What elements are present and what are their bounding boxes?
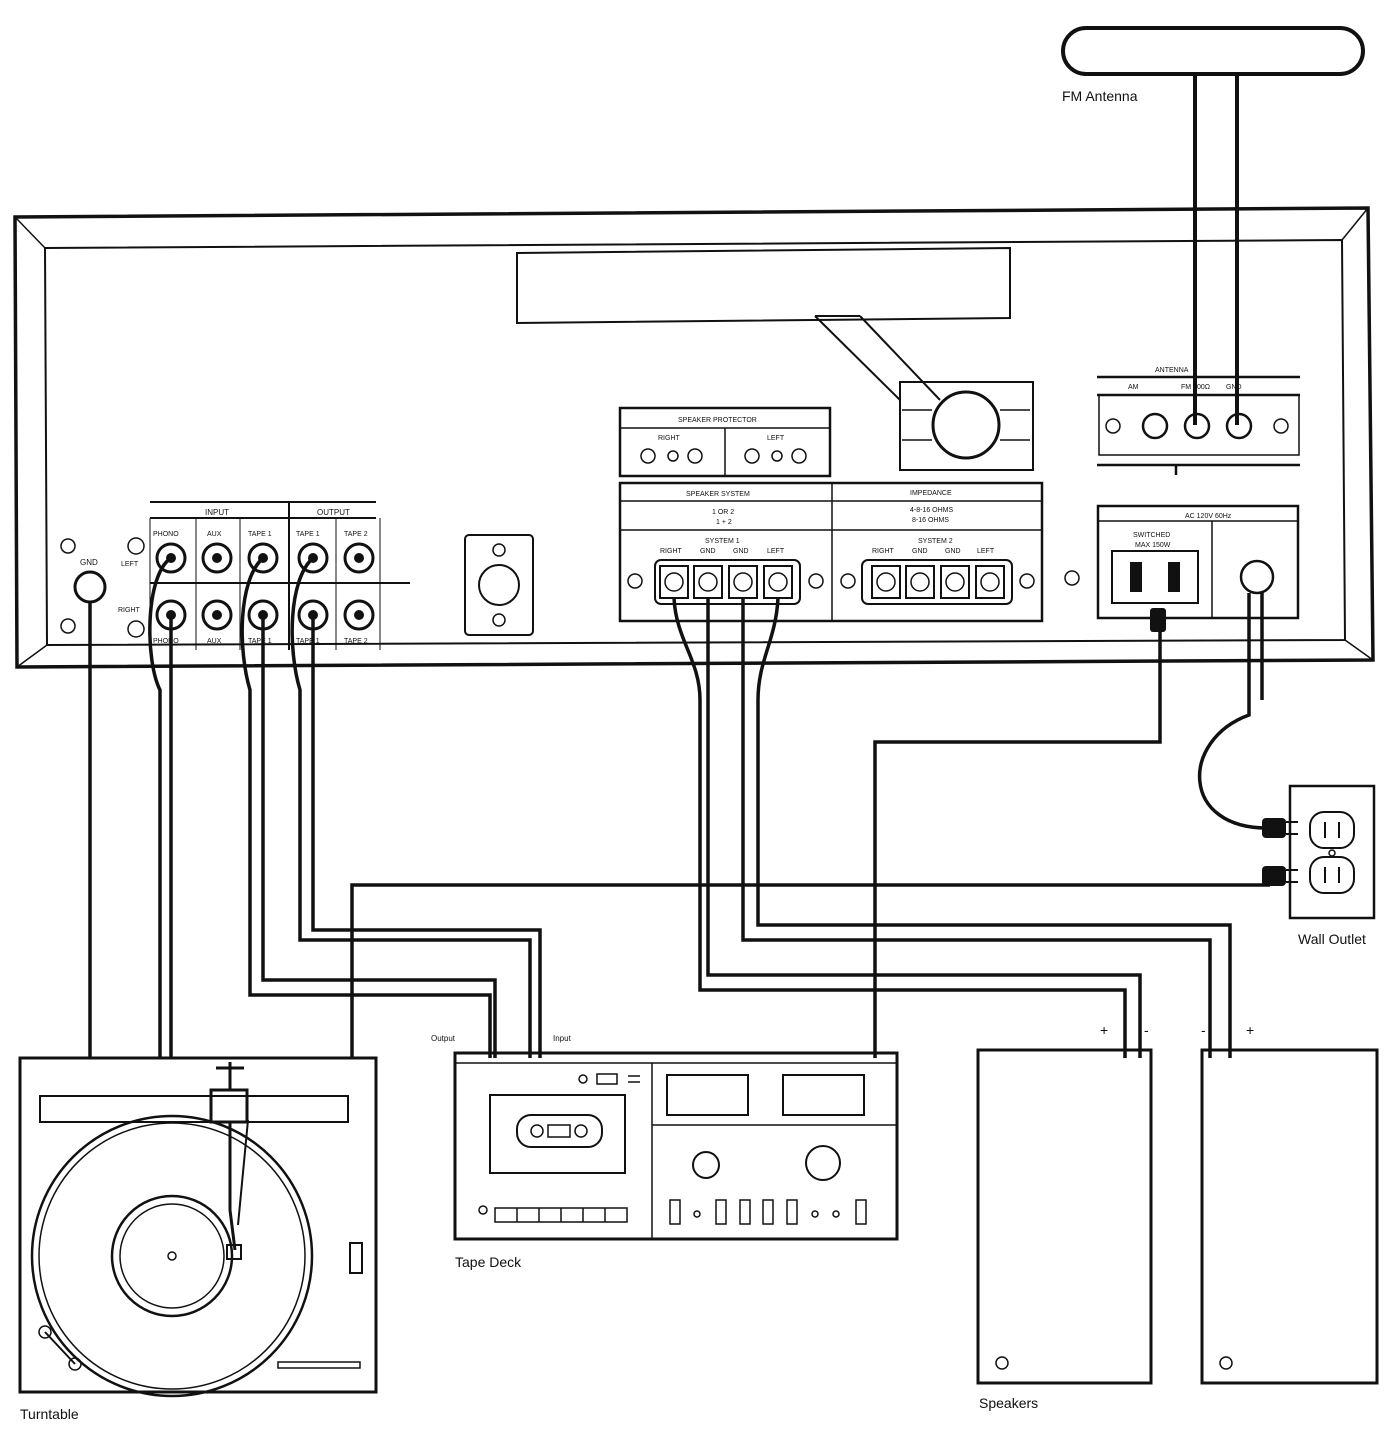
receiver-rear-panel [13,206,1375,669]
svg-text:TAPE 1: TAPE 1 [248,531,272,538]
svg-text:FM 300Ω: FM 300Ω [1181,384,1210,391]
svg-text:AUX: AUX [207,638,222,645]
svg-text:TAPE 2: TAPE 2 [344,531,368,538]
svg-text:LEFT: LEFT [977,548,995,555]
speaker-cabinet-right [1200,1048,1379,1385]
svg-text:MAX 150W: MAX 150W [1135,542,1171,549]
svg-text:SWITCHED: SWITCHED [1133,532,1170,539]
svg-text:RIGHT: RIGHT [658,435,681,442]
svg-text:4-8-16 OHMS: 4-8-16 OHMS [910,507,954,514]
svg-text:GND: GND [912,548,928,555]
svg-text:GND: GND [945,548,961,555]
turntable-label: Turntable [20,1406,79,1422]
logo-icon [995,1356,1009,1370]
din-socket [464,534,534,636]
svg-text:+: + [1100,1022,1108,1038]
ac-power-block: AC 120V 60Hz SWITCHED MAX 150W [1096,504,1300,620]
svg-text:1 OR 2: 1 OR 2 [712,509,734,516]
svg-text:AUX: AUX [207,531,222,538]
speaker-cabinet-left [976,1048,1153,1385]
turntable: Turntable [18,1056,378,1422]
svg-text:8-16 OHMS: 8-16 OHMS [912,517,949,524]
outlet-socket [1309,811,1355,849]
svg-text:RIGHT: RIGHT [660,548,683,555]
svg-text:AC 120V 60Hz: AC 120V 60Hz [1185,513,1232,520]
svg-text:ANTENNA: ANTENNA [1155,367,1189,374]
wall-outlet: Wall Outlet [1288,784,1376,947]
cables [88,556,1271,1058]
svg-text:INPUT: INPUT [205,508,229,517]
svg-text:AM: AM [1128,384,1139,391]
fm-antenna-label: FM Antenna [1062,88,1138,104]
svg-text:IMPEDANCE: IMPEDANCE [910,490,952,497]
svg-text:-: - [1144,1022,1149,1038]
speakers-label: Speakers [979,1395,1038,1411]
svg-text:OUTPUT: OUTPUT [317,508,350,517]
svg-text:LEFT: LEFT [121,561,139,568]
svg-text:TAPE 1: TAPE 1 [296,531,320,538]
gnd-terminal: GND [60,538,107,634]
fm-antenna: FM Antenna [1061,26,1365,425]
tape-input-label: Input [553,1034,572,1043]
svg-text:1 + 2: 1 + 2 [716,519,732,526]
svg-text:PHONO: PHONO [153,531,179,538]
rca-jack-row [155,542,375,631]
outlet-socket [1309,856,1355,894]
svg-text:RIGHT: RIGHT [872,548,895,555]
screw-icon [60,538,76,554]
tape-output-label: Output [431,1034,456,1043]
logo-icon [1219,1356,1233,1370]
svg-text:TAPE 2: TAPE 2 [344,638,368,645]
wall-outlet-label: Wall Outlet [1298,931,1366,947]
svg-text:GND: GND [80,558,98,567]
svg-text:TAPE 1: TAPE 1 [296,638,320,645]
tape-deck: Output Input Tape Deck [431,1034,899,1270]
svg-text:-: - [1201,1022,1206,1038]
svg-text:SYSTEM 2: SYSTEM 2 [918,538,953,545]
svg-text:GND: GND [700,548,716,555]
tape-deck-label: Tape Deck [455,1254,522,1270]
svg-text:SPEAKER PROTECTOR: SPEAKER PROTECTOR [678,417,757,424]
screw-icon [60,618,76,634]
cassette-icon [516,1114,603,1148]
svg-text:LEFT: LEFT [767,548,785,555]
speaker-system-panel: SPEAKER SYSTEM IMPEDANCE 1 OR 2 1 + 2 4-… [618,481,1080,623]
svg-text:RIGHT: RIGHT [118,607,141,614]
svg-text:GND: GND [733,548,749,555]
svg-text:GND: GND [1226,384,1242,391]
speaker-protector-panel: SPEAKER PROTECTOR RIGHT LEFT [618,406,832,478]
svg-text:SPEAKER SYSTEM: SPEAKER SYSTEM [686,491,750,498]
svg-text:LEFT: LEFT [767,435,785,442]
antenna-terminals: ANTENNA AM FM 300Ω GND [1097,367,1300,475]
svg-text:+: + [1246,1022,1254,1038]
svg-text:TAPE 1: TAPE 1 [248,638,272,645]
plugs [1150,608,1298,886]
svg-text:SYSTEM 1: SYSTEM 1 [705,538,740,545]
svg-text:PHONO: PHONO [153,638,179,645]
speakers: + - - + Speakers [976,1022,1379,1411]
